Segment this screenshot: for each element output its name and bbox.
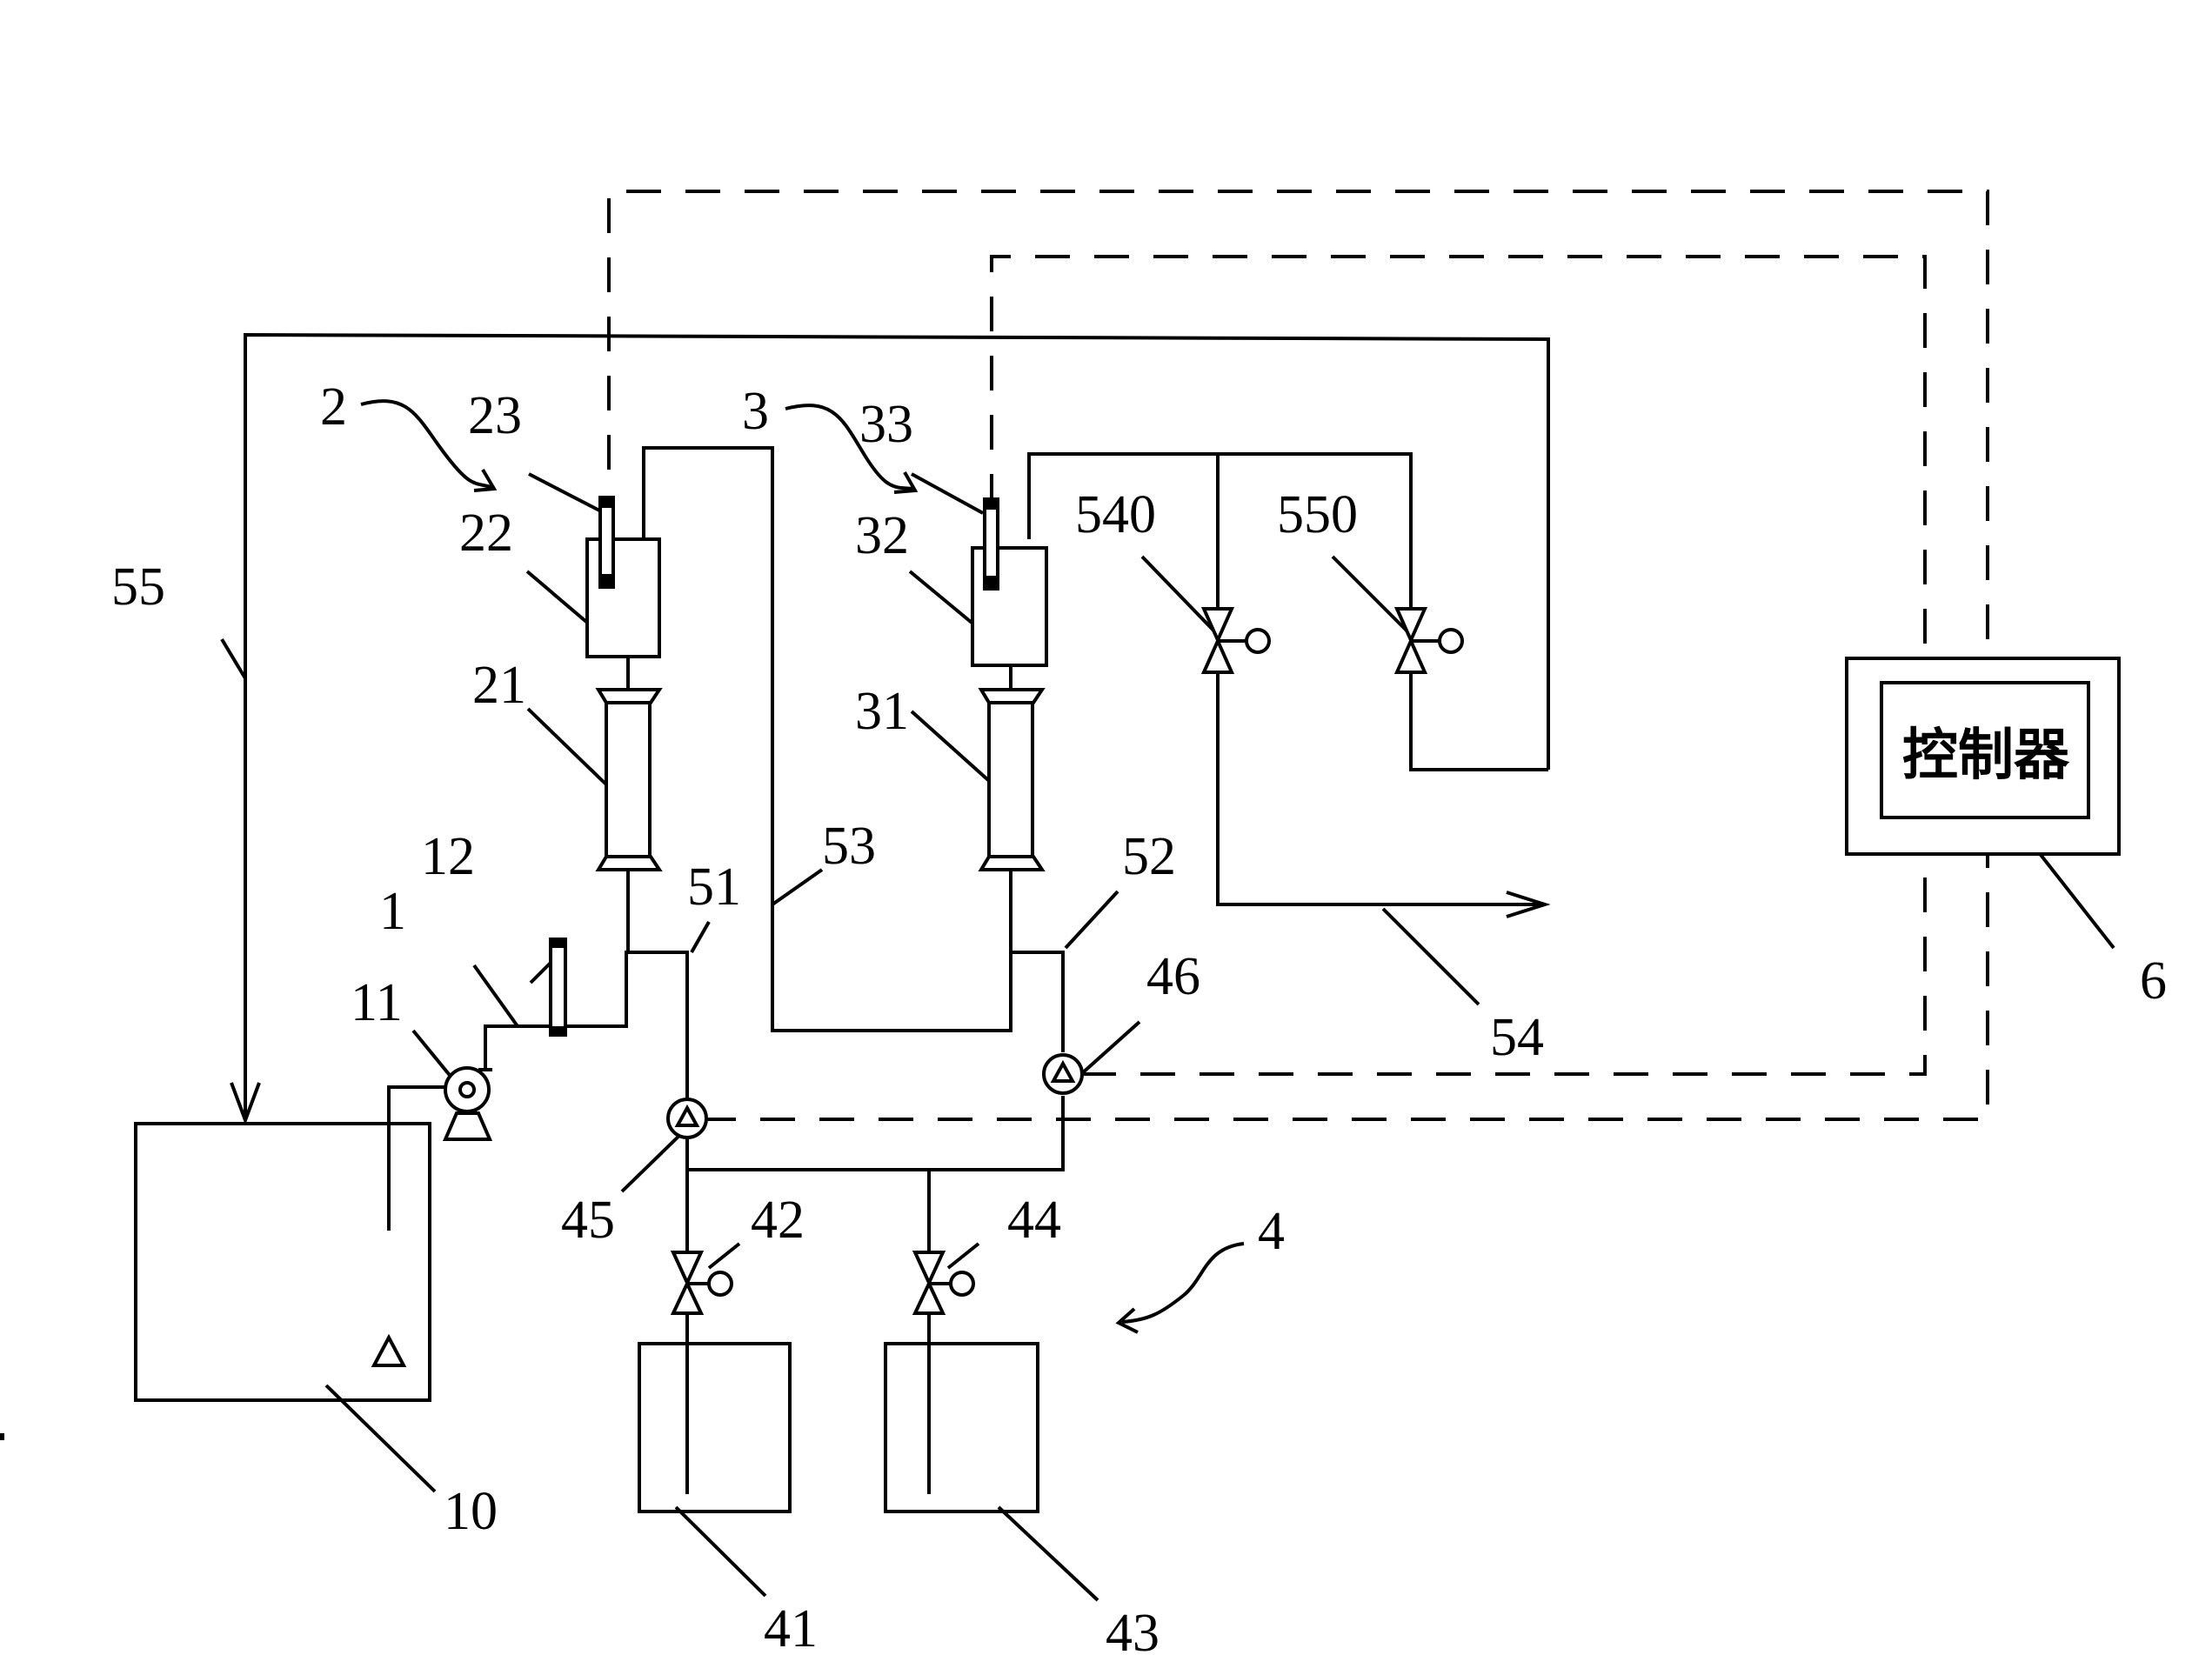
- control-valve-22: [585, 537, 661, 658]
- resin-column-21: [605, 694, 652, 863]
- control-line-45: [701, 854, 1989, 1121]
- label-51: 51: [687, 858, 741, 917]
- regen-manifold: [685, 1096, 1065, 1171]
- return-arrow-head: [230, 1082, 261, 1125]
- label-23: 23: [468, 386, 522, 445]
- line-53: [642, 446, 1012, 1032]
- leader-lines: [220, 399, 2115, 1602]
- label-42: 42: [751, 1191, 805, 1250]
- controller-6[interactable]: 控制器: [1845, 657, 2121, 856]
- label-4: 4: [1258, 1202, 1285, 1261]
- label-54: 54: [1490, 1008, 1544, 1067]
- control-line-inner: [990, 255, 1927, 658]
- label-53: 53: [822, 817, 876, 876]
- line-52: [1011, 951, 1065, 1052]
- label-46: 46: [1146, 947, 1200, 1006]
- valve-550[interactable]: [1393, 607, 1464, 674]
- foot-valve: [371, 1333, 407, 1367]
- flowmeter-12: [549, 938, 567, 1037]
- suction-pipe: [387, 1085, 445, 1231]
- label-550: 550: [1277, 485, 1358, 544]
- dosing-pump-45[interactable]: [666, 1098, 708, 1139]
- return-line-55: [244, 332, 1550, 1118]
- tank-43: [884, 1342, 1039, 1513]
- label-44: 44: [1007, 1191, 1061, 1250]
- pipelines: [230, 332, 1551, 1494]
- valve-540[interactable]: [1200, 607, 1271, 674]
- edge-mark: [0, 1433, 4, 1440]
- valve-42[interactable]: [670, 1251, 733, 1315]
- label-55: 55: [111, 557, 165, 617]
- softening-unit-3: [971, 497, 1048, 871]
- label-32: 32: [855, 506, 909, 565]
- resin-column-31: [987, 694, 1034, 863]
- label-45: 45: [561, 1191, 615, 1250]
- pump-11: [442, 1066, 493, 1141]
- label-41: 41: [764, 1599, 818, 1655]
- control-line-46: [1081, 854, 1927, 1076]
- label-3: 3: [742, 382, 769, 441]
- softening-unit-2: [585, 496, 663, 871]
- dosing-pump-46[interactable]: [1042, 1053, 1084, 1095]
- line-51: [626, 951, 689, 1098]
- controller-label: 控制器: [1902, 724, 2070, 788]
- reference-labels: 2 23 3 33 22 32 540 550 55 21 31 53 12 5…: [111, 377, 2167, 1655]
- label-21: 21: [472, 656, 526, 715]
- label-2: 2: [320, 377, 347, 437]
- label-540: 540: [1075, 485, 1156, 544]
- label-52: 52: [1122, 827, 1176, 886]
- control-signal-lines: [607, 190, 1989, 1121]
- line-54-arrow-head: [1506, 891, 1551, 918]
- label-33: 33: [859, 395, 913, 454]
- tank-41: [638, 1342, 792, 1513]
- label-11: 11: [351, 973, 403, 1032]
- label-6: 6: [2140, 951, 2167, 1011]
- control-line-outer: [607, 190, 1989, 658]
- pump-outlet-pipe: [484, 871, 630, 1070]
- label-22: 22: [459, 504, 513, 563]
- line-54: [1216, 672, 1541, 906]
- raw-water-tank-10: [134, 1122, 431, 1402]
- valve-44[interactable]: [912, 1251, 975, 1315]
- label-10: 10: [444, 1482, 498, 1541]
- label-12: 12: [421, 827, 475, 886]
- label-43: 43: [1106, 1604, 1159, 1655]
- label-1: 1: [379, 882, 406, 941]
- label-31: 31: [855, 682, 909, 741]
